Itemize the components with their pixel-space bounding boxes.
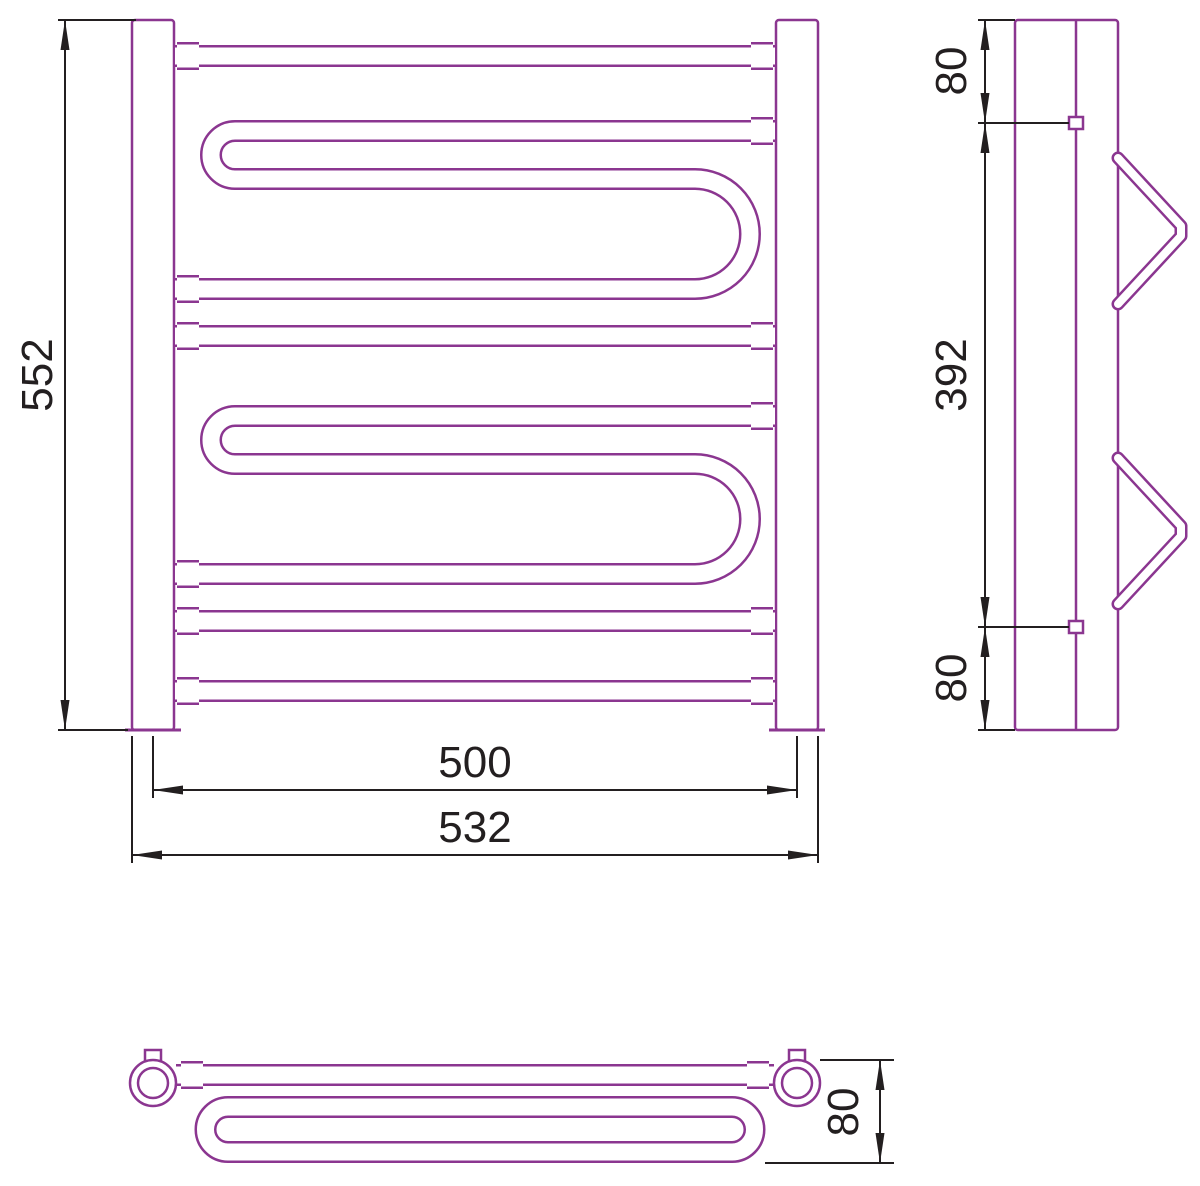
serpentine-coil-top <box>175 131 775 289</box>
front-dimensions: 552 500 532 <box>13 19 819 863</box>
dim-inner-width-label: 500 <box>438 738 511 787</box>
dimension-arrows <box>980 20 990 730</box>
right-post-section <box>772 1058 822 1108</box>
dim-outer-width-label: 532 <box>438 803 511 852</box>
right-post-section-inner <box>780 1066 814 1100</box>
extension-lines <box>978 19 1069 731</box>
side-fitting-top <box>1067 115 1085 131</box>
left-post-section-inner <box>136 1066 170 1100</box>
side-fitting-bottom <box>1067 619 1085 635</box>
dim-depth-label: 80 <box>819 1088 868 1137</box>
top-body <box>128 1048 822 1152</box>
wall-bracket-bottom <box>1118 458 1181 604</box>
extension-lines <box>765 1059 894 1164</box>
dimension-arrows <box>875 1060 885 1163</box>
side-body <box>1013 18 1181 732</box>
front-tubes <box>175 56 775 691</box>
dimension-lines <box>64 20 818 856</box>
front-posts <box>125 18 825 732</box>
dim-height-label: 552 <box>13 338 62 411</box>
top-view: 80 <box>128 1048 894 1164</box>
dim-mount-span-label: 392 <box>927 338 976 411</box>
dim-bottom-offset-label: 80 <box>927 654 976 703</box>
top-dimensions: 80 <box>765 1059 894 1164</box>
side-view: 80 392 80 <box>927 18 1181 732</box>
dim-top-offset-label: 80 <box>927 47 976 96</box>
left-post-section <box>128 1058 178 1108</box>
dimension-arrows <box>60 20 818 860</box>
extension-lines <box>58 19 819 863</box>
right-post <box>774 18 820 732</box>
left-post <box>130 18 176 732</box>
side-post-profile <box>1013 18 1120 732</box>
serpentine-coil-bottom <box>175 416 775 574</box>
wall-bracket-top <box>1118 158 1181 304</box>
side-dimensions: 80 392 80 <box>927 19 1069 731</box>
tube-collars <box>177 56 773 691</box>
front-view: 552 500 532 <box>13 18 825 863</box>
